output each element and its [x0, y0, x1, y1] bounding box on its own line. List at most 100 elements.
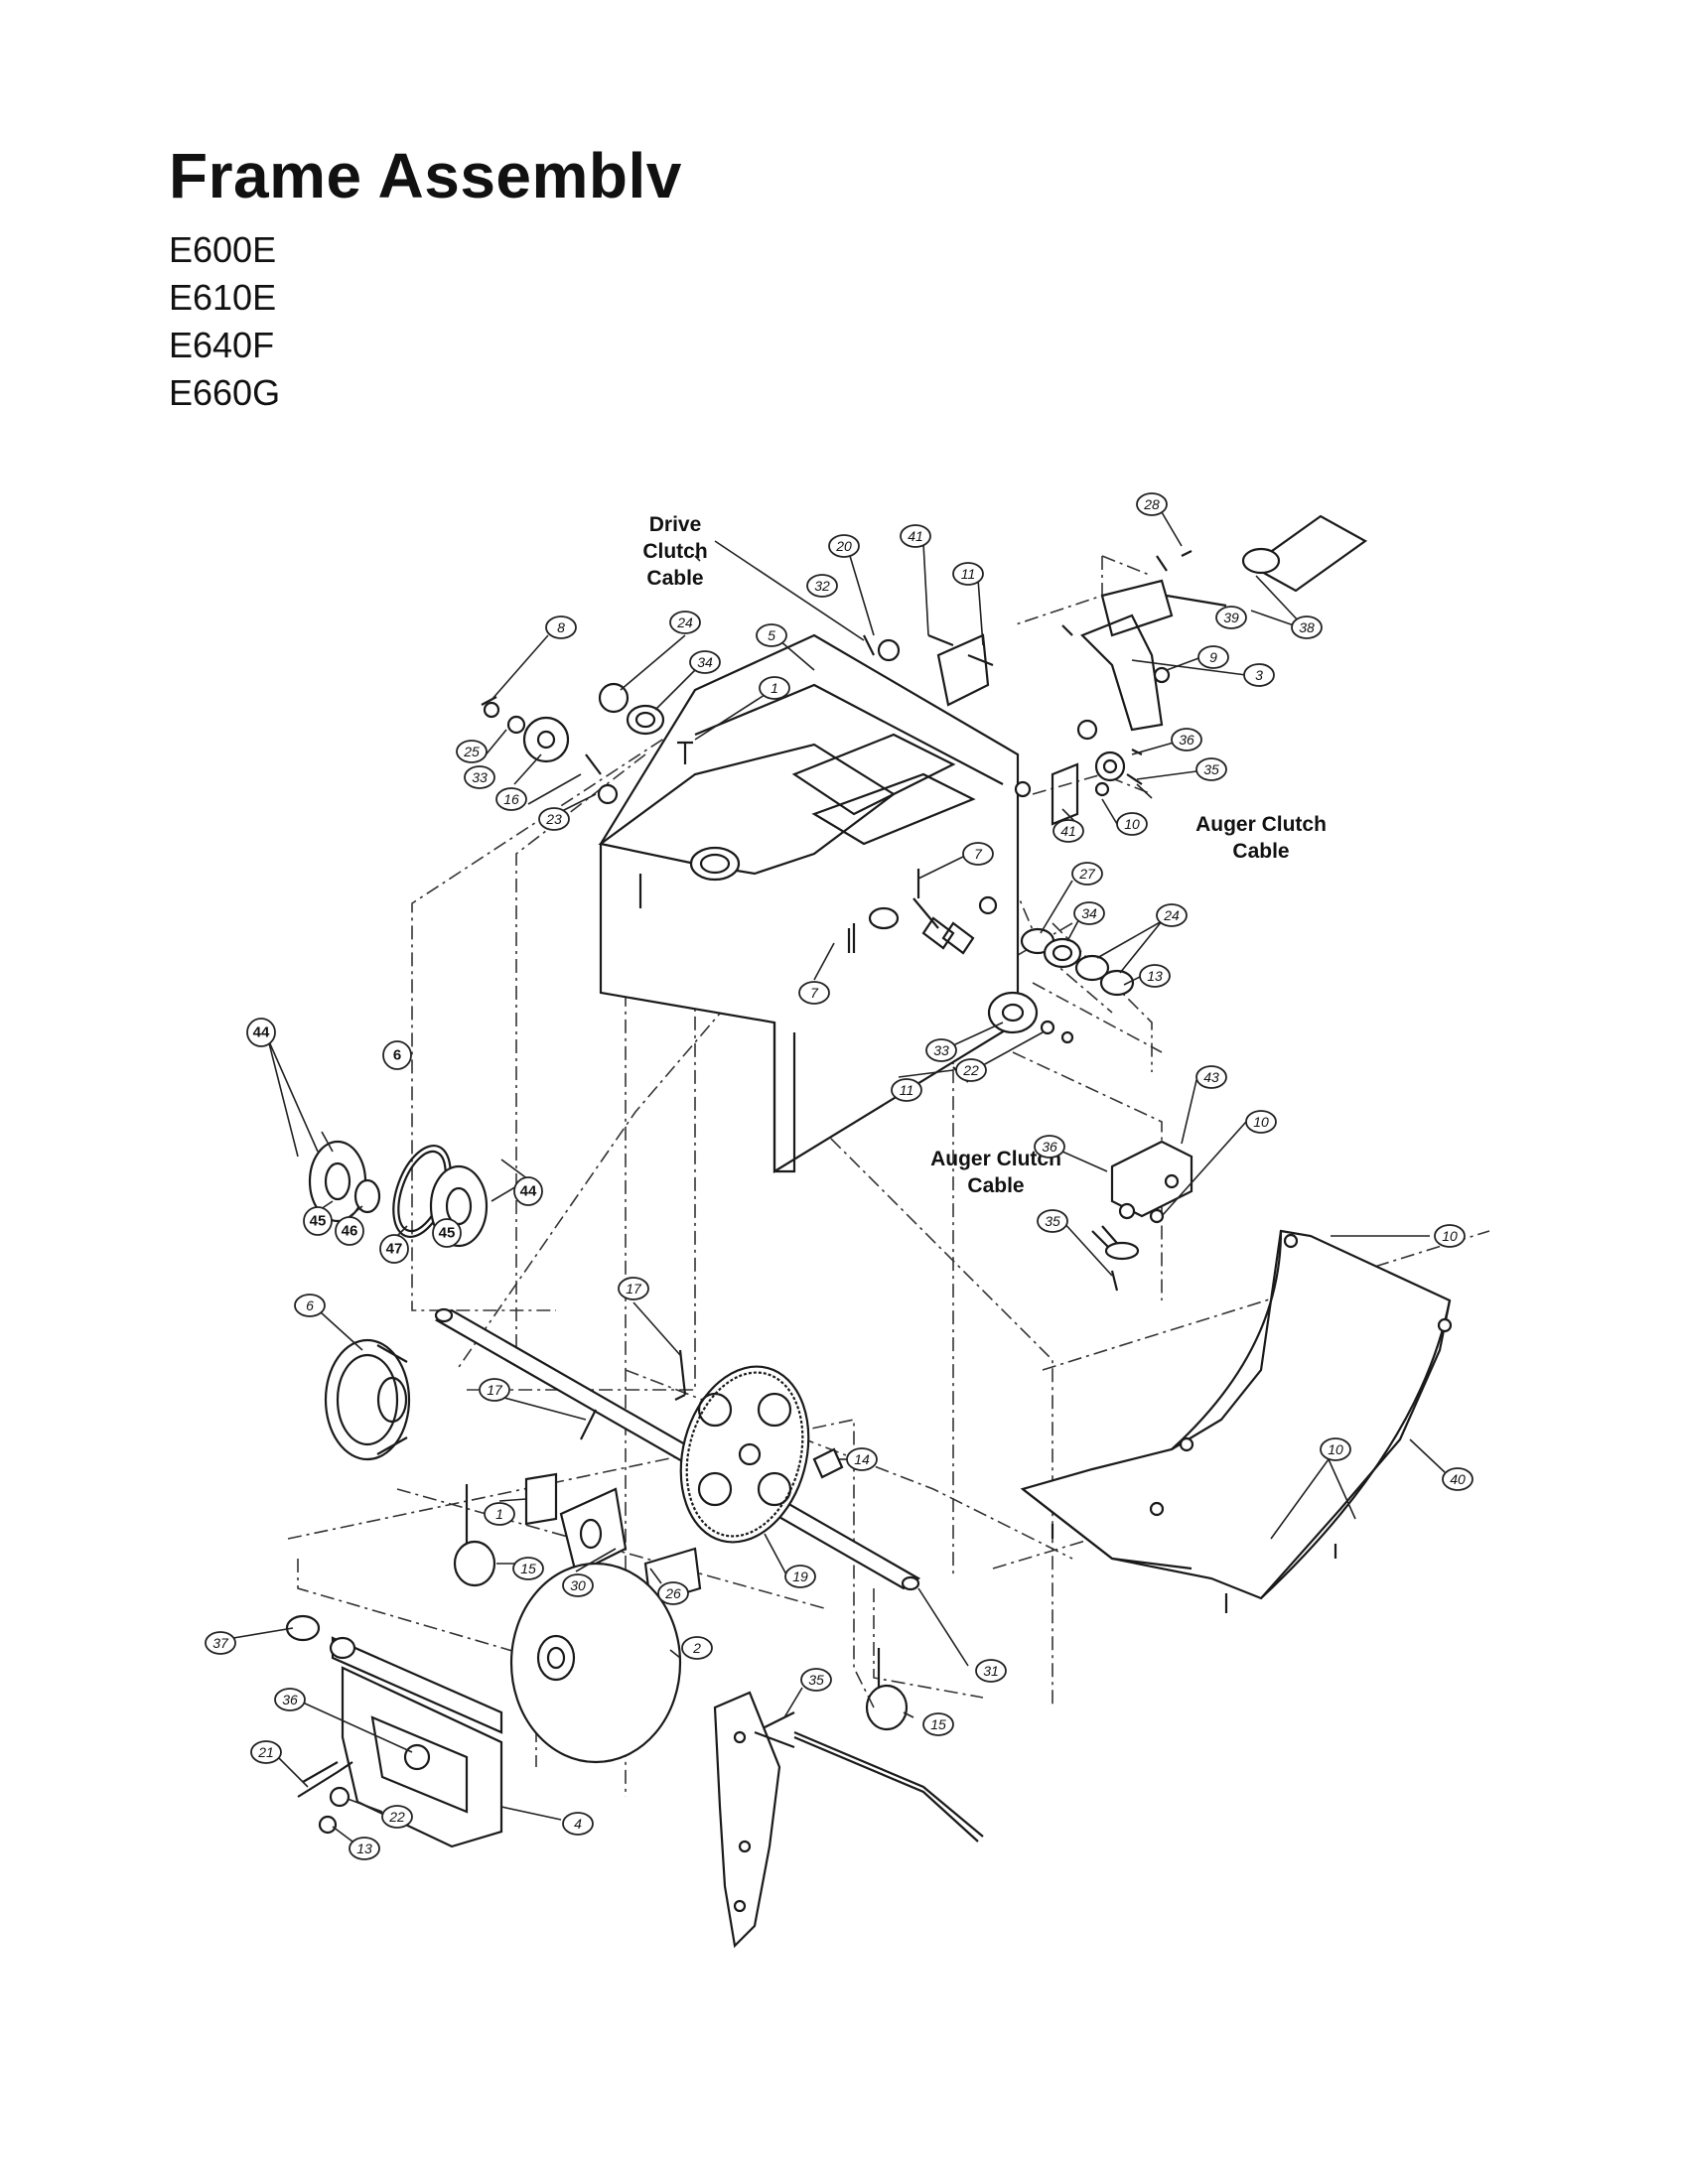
part-bubble-outline — [1073, 901, 1105, 925]
part-bubble-outline — [618, 1277, 649, 1300]
part-number-bubble: 36 — [274, 1688, 306, 1711]
auger-chute — [1020, 1229, 1453, 1613]
part-number-bubble: 7 — [962, 842, 994, 866]
part-number-bubble: 45 — [432, 1218, 462, 1248]
part-number: 22 — [388, 1809, 405, 1825]
part-bubble-outline — [806, 574, 838, 598]
part-number-bubble: 22 — [955, 1058, 987, 1082]
part-number-bubble: 17 — [618, 1277, 649, 1300]
part-number: 31 — [983, 1663, 999, 1679]
part-number: 34 — [1081, 905, 1097, 921]
part-number-bubble: 15 — [922, 1712, 954, 1736]
part-bubble-outline — [1215, 606, 1247, 629]
part-bubble-outline — [335, 1216, 364, 1246]
part-bubble-outline — [456, 740, 488, 763]
part-number: 45 — [439, 1225, 456, 1242]
part-number: 46 — [342, 1223, 358, 1240]
part-number-bubble: 2 — [681, 1636, 713, 1660]
part-number-bubble: 30 — [562, 1573, 594, 1597]
part-bubble-outline — [900, 524, 931, 548]
part-number-bubble: 37 — [205, 1631, 236, 1655]
part-number-bubble: 3 — [1243, 663, 1275, 687]
part-number: 15 — [930, 1716, 946, 1732]
part-number-bubble: 5 — [756, 623, 787, 647]
part-number-bubble: 36 — [1034, 1135, 1065, 1159]
part-number-bubble: 21 — [250, 1740, 282, 1764]
part-number-bubble: 34 — [689, 650, 721, 674]
part-bubble-outline — [349, 1837, 380, 1860]
part-number-bubble: 1 — [759, 676, 790, 700]
part-number-bubble: 32 — [806, 574, 838, 598]
part-number: 7 — [974, 846, 983, 862]
part-number-bubble: 10 — [1116, 812, 1148, 836]
part-bubble-outline — [513, 1176, 543, 1206]
part-number: 19 — [792, 1569, 808, 1584]
part-number-bubble: 23 — [538, 807, 570, 831]
part-number-bubble: 7 — [798, 981, 830, 1005]
clutch-bracket-group — [863, 514, 1368, 826]
part-bubble-outline — [381, 1805, 413, 1829]
part-bubble-outline — [1243, 663, 1275, 687]
part-number: 21 — [257, 1744, 274, 1760]
part-number: 23 — [545, 811, 562, 827]
part-bubble-outline — [246, 1018, 276, 1047]
part-bubble-outline — [1195, 1065, 1227, 1089]
part-number-bubble: 47 — [379, 1234, 409, 1264]
part-number-bubble: 26 — [657, 1581, 689, 1605]
leader-lines — [232, 511, 1446, 1843]
part-number-bubble: 10 — [1320, 1437, 1351, 1461]
part-number-bubble: 17 — [479, 1378, 510, 1402]
part-bubble-outline — [952, 562, 984, 586]
part-bubble-outline — [669, 611, 701, 634]
part-number-bubble: 33 — [925, 1038, 957, 1062]
part-bubble-outline — [205, 1631, 236, 1655]
part-bubble-outline — [657, 1581, 689, 1605]
part-bubble-outline — [512, 1557, 544, 1580]
part-number-bubble: 22 — [381, 1805, 413, 1829]
part-number: 13 — [356, 1841, 372, 1856]
part-number: 3 — [1255, 667, 1263, 683]
part-number-bubble: 33 — [464, 765, 495, 789]
part-number-bubble: 34 — [1073, 901, 1105, 925]
auger-clutch-bracket — [1091, 1140, 1193, 1292]
part-bubble-outline — [1320, 1437, 1351, 1461]
part-bubble-outline — [562, 1573, 594, 1597]
part-bubble-outline — [846, 1447, 878, 1471]
part-number: 10 — [1328, 1441, 1343, 1457]
part-bubble-outline — [962, 842, 994, 866]
part-number: 1 — [495, 1506, 503, 1522]
part-number: 10 — [1442, 1228, 1458, 1244]
part-number-bubble: 14 — [846, 1447, 878, 1471]
part-bubble-outline — [922, 1712, 954, 1736]
part-number: 35 — [1045, 1213, 1060, 1229]
lower-cable-lever — [713, 1691, 984, 1949]
part-number-bubble: 31 — [975, 1659, 1007, 1683]
part-number: 24 — [676, 614, 693, 630]
part-number: 27 — [1078, 866, 1096, 882]
part-number: 32 — [814, 578, 830, 594]
part-number-bubble: 11 — [891, 1078, 922, 1102]
part-number-bubble: 9 — [1197, 645, 1229, 669]
part-number: 22 — [962, 1062, 979, 1078]
part-bubble-outline — [250, 1740, 282, 1764]
part-number-bubble: 46 — [335, 1216, 364, 1246]
part-number: 41 — [908, 528, 923, 544]
part-number: 38 — [1299, 619, 1315, 635]
part-number: 4 — [574, 1816, 582, 1832]
part-number-bubble: 39 — [1215, 606, 1247, 629]
part-number: 5 — [768, 627, 775, 643]
part-bubble-outline — [464, 765, 495, 789]
part-bubble-outline — [484, 1502, 515, 1526]
part-number: 28 — [1143, 496, 1160, 512]
model-number: E640F — [169, 325, 275, 365]
model-list: E600E E610E E640F E660G — [169, 226, 280, 417]
part-bubble-outline — [382, 1040, 412, 1070]
part-bubble-outline — [545, 615, 577, 639]
part-number: 20 — [835, 538, 852, 554]
auger-clutch-cable-label: Auger Clutch — [930, 1148, 1061, 1170]
auger-clutch-cable-label: Cable — [967, 1174, 1024, 1197]
part-bubble-outline — [800, 1668, 832, 1692]
part-number-bubble: 45 — [303, 1206, 333, 1236]
part-number: 39 — [1223, 610, 1239, 625]
